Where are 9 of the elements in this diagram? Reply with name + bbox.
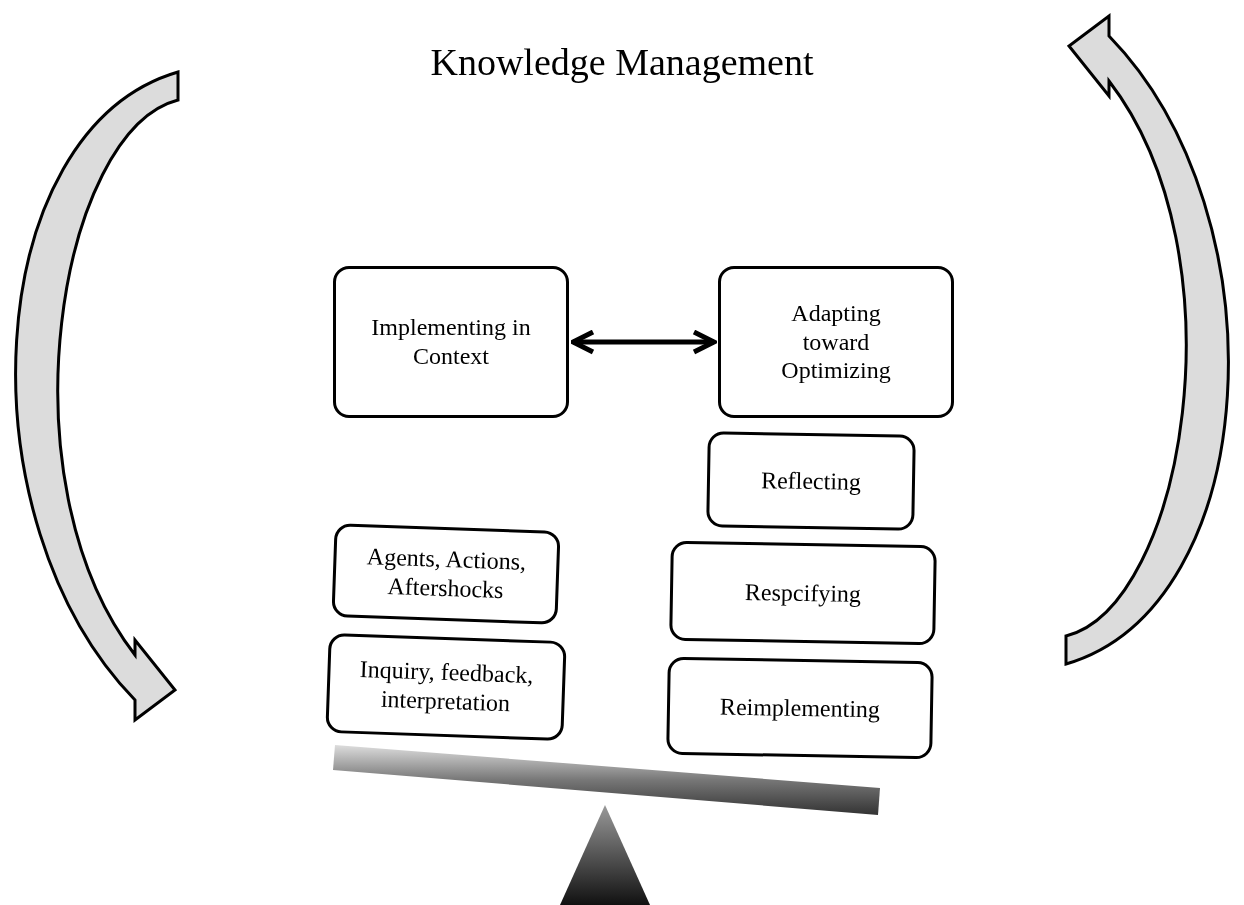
process-box: Adapting toward Optimizing [718,266,954,418]
title: Knowledge Management [429,40,815,84]
process-box: Reflecting [706,431,916,531]
process-box: Agents, Actions, Aftershocks [331,523,561,625]
process-box: Respcifying [669,540,937,646]
process-box: Inquiry, feedback, interpretation [325,632,567,742]
process-box: Reimplementing [666,656,934,760]
double-arrow [570,329,717,355]
process-box: Implementing in Context [333,266,569,418]
